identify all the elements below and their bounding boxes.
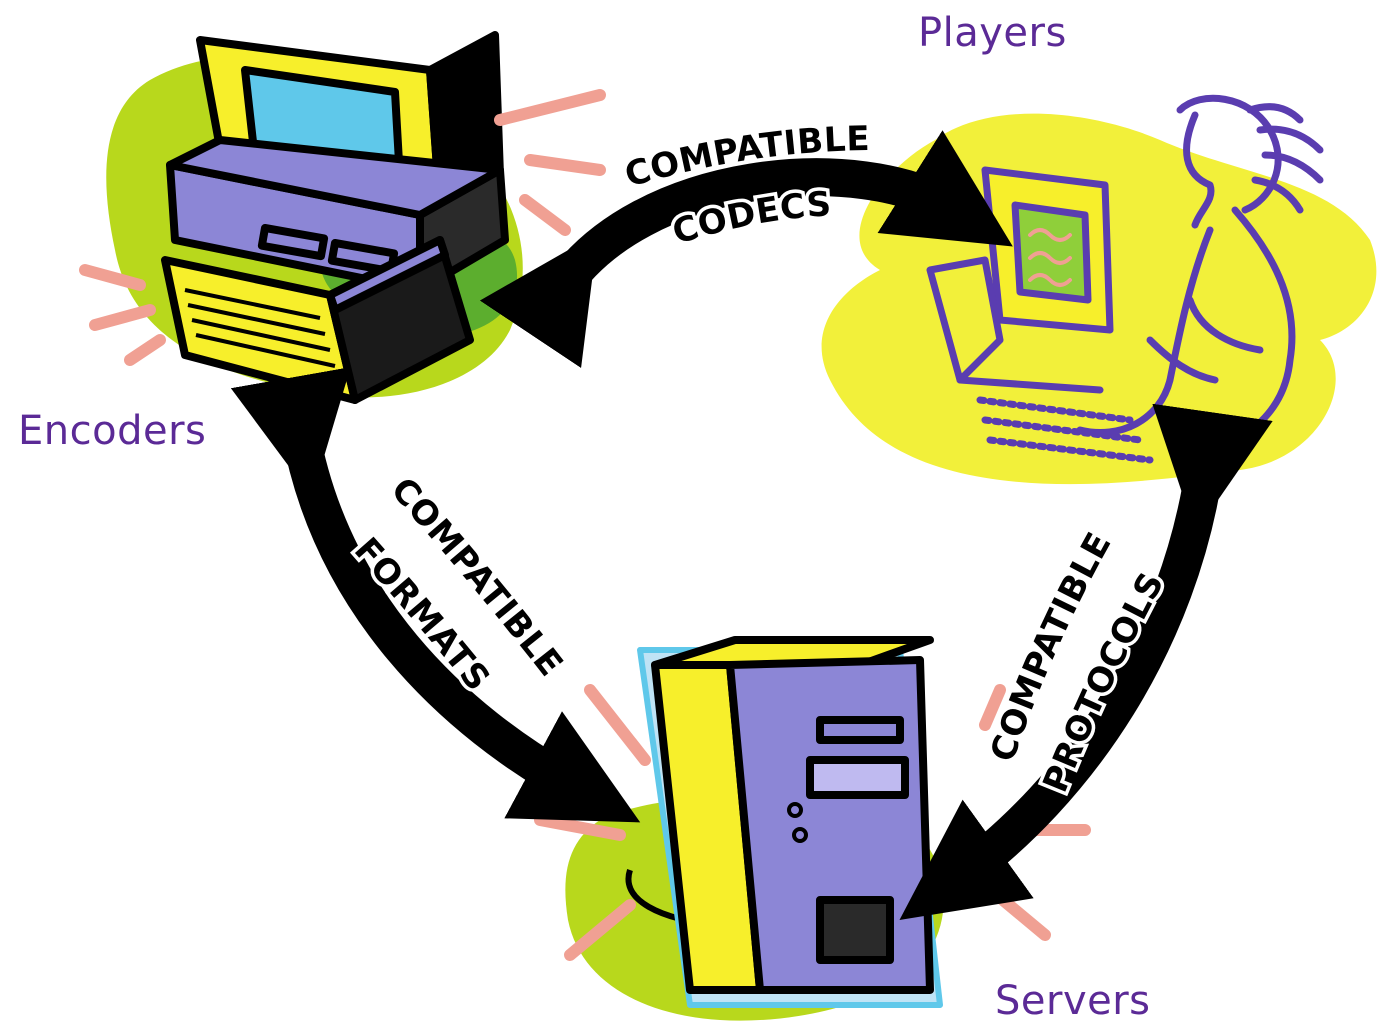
arrows [230, 130, 1273, 920]
desktop-keyboard-keys [184, 288, 336, 368]
players-illustration [821, 94, 1377, 485]
server-tower-icon [637, 636, 943, 1008]
encoders-label: Encoders [18, 408, 207, 454]
arrow-encoders-servers [230, 367, 641, 823]
server-tower-details [787, 802, 808, 843]
arrow-players-servers [899, 403, 1273, 920]
players-label: Players [918, 10, 1067, 56]
desktop-computer-icon [161, 31, 509, 404]
arrow-encoders-players [479, 130, 1013, 369]
servers-label: Servers [995, 978, 1151, 1024]
servers-illustration [534, 636, 1091, 1021]
encoders-illustration [79, 31, 606, 404]
